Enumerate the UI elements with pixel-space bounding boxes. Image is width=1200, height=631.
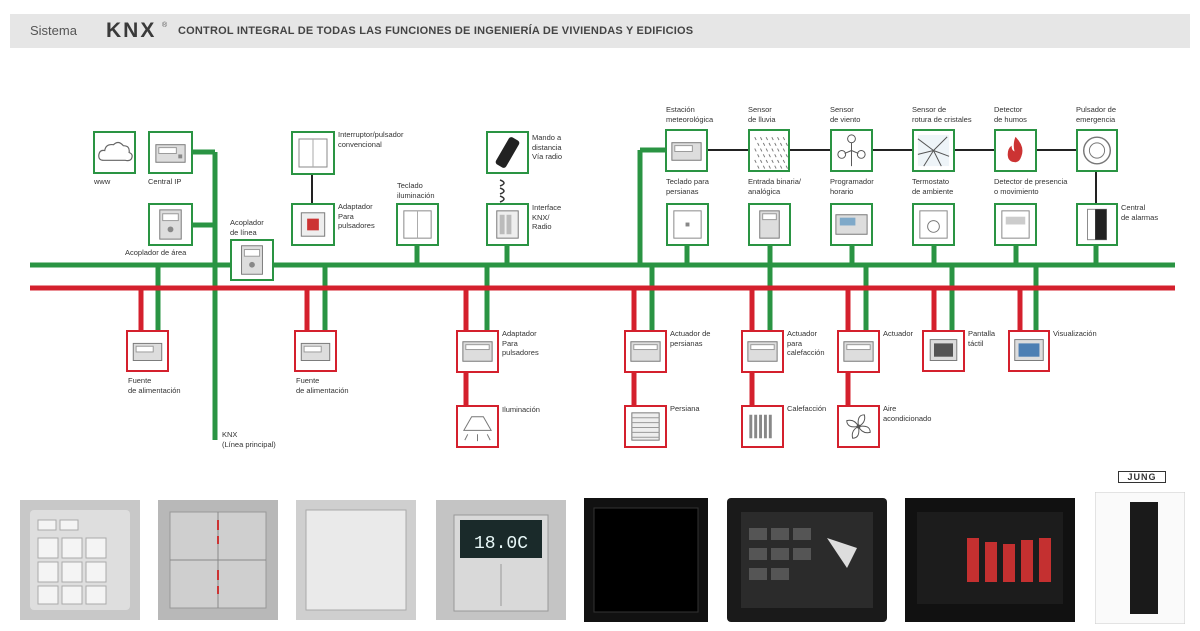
product-visualization-screen [905,498,1075,622]
actuador-calefaccion-device [741,330,784,373]
product-four-button-switch [158,500,278,620]
iluminacion-device [456,405,499,448]
knx-logo-mark: ® [162,22,168,29]
label-actuador: Actuador [883,329,914,338]
acoplador-area-device [148,203,193,246]
mando-distancia-device [486,131,529,174]
fuente-alimentacion-1-device [126,330,169,372]
pulsador-emergencia-device [1076,129,1118,172]
header-bar: Sistema KNX ® CONTROL INTEGRAL DE TODAS … [10,14,1190,48]
calefaccion-device [741,405,784,448]
jung-logo: JUNG [1118,471,1166,483]
label-entrada-binaria: Entrada binaria/analógica [748,177,801,196]
label-calefaccion: Calefacción [787,404,827,413]
label-central-ip: Central IP [148,177,182,186]
programador-horario-device [830,203,873,246]
sensor-lluvia-device [748,129,790,172]
interface-knx-radio-device [486,203,529,246]
adaptador-pulsadores-top-device [291,203,335,246]
actuador-persianas-device [624,330,667,373]
pantalla-tactil-device [922,330,965,372]
adaptador-pulsadores-bottom-device [456,330,499,373]
central-alarmas-device [1076,203,1118,246]
sensor-viento-device [830,129,873,172]
product-keypad-panel [20,500,140,620]
actuador-device [837,330,880,373]
thermostat-display: 18.0C [474,534,528,554]
product-rocker-switch [296,500,416,620]
label-acoplador-area: Acoplador de área [125,248,187,257]
detector-humos-device [994,129,1037,172]
teclado-persianas-device [666,203,709,246]
visualizacion-device [1008,330,1050,372]
product-alarm-panel [1095,492,1185,624]
product-touch-panel [727,498,887,622]
teclado-iluminacion-device [396,203,439,246]
central-ip-device [148,131,193,174]
detector-presencia-device [994,203,1037,246]
entrada-binaria-device [748,203,791,246]
knx-logo: KNX [106,19,157,42]
product-thermostat: 18.0C [436,500,566,620]
persiana-device [624,405,667,448]
sistema-label: Sistema [30,23,77,38]
label-visualizacion: Visualización [1053,329,1097,338]
sensor-rotura-device [912,129,955,172]
label-persiana: Persiana [670,404,700,413]
estacion-meteorologica-device [665,129,708,172]
acoplador-linea-device [230,239,274,281]
www-cloud [93,131,136,174]
page-title: CONTROL INTEGRAL DE TODAS LAS FUNCIONES … [178,25,694,37]
label-iluminacion: Iluminación [502,405,540,414]
label-www: www [94,177,111,186]
fuente-alimentacion-2-device [294,330,337,372]
termostato-device [912,203,955,246]
aire-acondicionado-device [837,405,880,448]
label-knx-linea-principal: KNX(Línea principal) [222,430,276,449]
product-black-glass-panel [584,498,708,622]
interruptor-device [291,131,335,175]
